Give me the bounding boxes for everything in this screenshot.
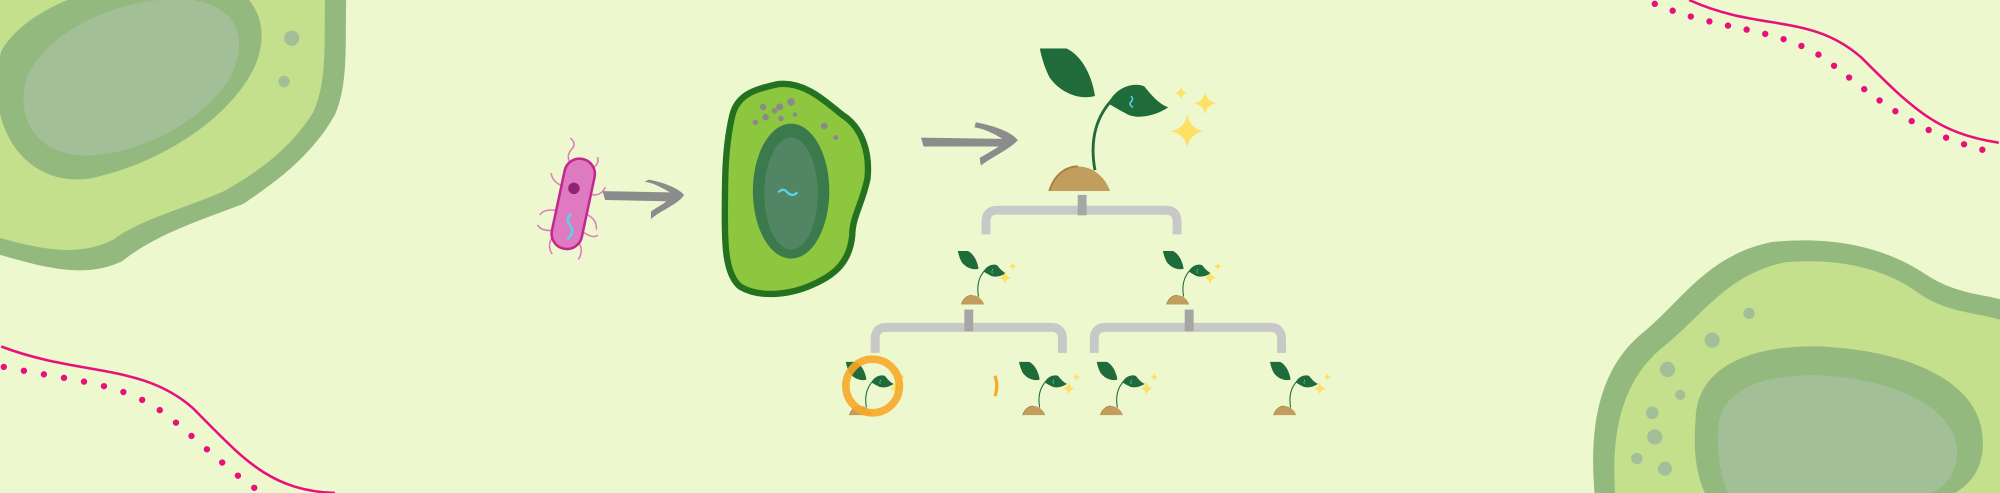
- highlight-ring: [842, 355, 999, 417]
- bacterium-icon: [536, 137, 607, 261]
- plant-cell-icon: [721, 80, 872, 298]
- arrow-right-icon: [921, 122, 1018, 166]
- cell-top-left: [0, 0, 347, 271]
- wave-top-right: [1651, 0, 1999, 157]
- cell-bottom-right: [1593, 240, 2000, 493]
- wave-bottom-left: [0, 345, 336, 493]
- arrow-right-icon: [602, 179, 685, 220]
